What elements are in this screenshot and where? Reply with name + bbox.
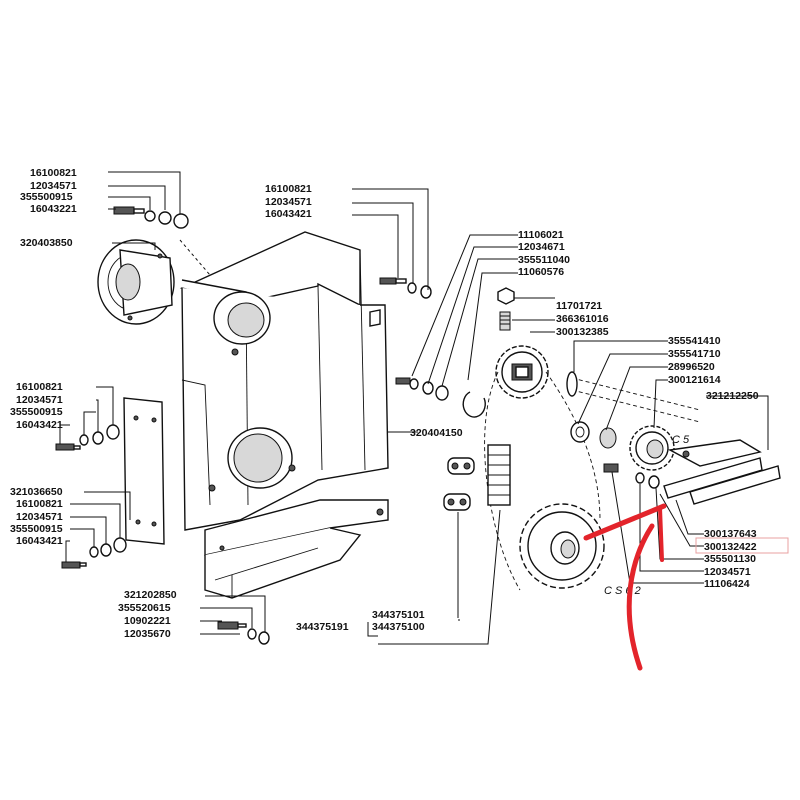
- chain-link-top: [447, 457, 475, 475]
- label-344375191: 344375191: [296, 621, 349, 633]
- label-300132422: 300132422: [704, 541, 757, 553]
- right-sprocket-part: [629, 425, 675, 471]
- screw-set-top-left: [113, 206, 189, 229]
- red-marker-annotation: [583, 503, 667, 671]
- chain-segment-part: [487, 444, 511, 506]
- label-12034571-ll: 12034571: [16, 511, 63, 523]
- label-300121614: 300121614: [668, 374, 721, 386]
- label-300132385: 300132385: [556, 326, 609, 338]
- fastener-set-center: [395, 377, 486, 418]
- flange-part: [97, 239, 175, 325]
- label-320403850: 320403850: [20, 237, 73, 249]
- label-355541710: 355541710: [668, 348, 721, 360]
- screw-set-mid-left: [55, 424, 120, 451]
- leader-bracket-chain: [367, 622, 378, 637]
- label-28996520: 28996520: [668, 361, 715, 373]
- chain-left-run: [484, 371, 521, 591]
- annotation-cs62: C S 6 2: [604, 585, 641, 597]
- screw-set-bottom: [217, 621, 270, 645]
- label-12034671: 12034671: [518, 241, 565, 253]
- leaders-mid-left: [59, 386, 114, 444]
- label-16043421-tc: 16043421: [265, 208, 312, 220]
- label-355500915-tl: 355500915: [20, 191, 73, 203]
- label-11701721: 11701721: [556, 300, 602, 312]
- label-355500915-ll: 355500915: [10, 523, 63, 535]
- label-12034571-rb: 12034571: [704, 566, 751, 578]
- small-sprocket-part: [495, 345, 549, 399]
- label-16100821-tc: 16100821: [265, 183, 312, 195]
- label-355520615: 355520615: [118, 602, 171, 614]
- label-300137643: 300137643: [704, 528, 757, 540]
- chain-link-bottom: [443, 493, 471, 511]
- chain-right-run: [545, 371, 601, 521]
- highlight-box: [695, 537, 789, 554]
- label-321202850: 321202850: [124, 589, 177, 601]
- label-12034571-tc: 12034571: [265, 196, 312, 208]
- nut-stud-part: [497, 287, 515, 331]
- label-11060576: 11060576: [518, 266, 564, 278]
- screw-set-top-center: [379, 277, 432, 299]
- label-321212250: 321212250: [706, 390, 759, 402]
- strip-plate-part: [123, 397, 165, 545]
- label-366361016: 366361016: [556, 313, 609, 325]
- shaft-part: [566, 371, 701, 489]
- label-355541410: 355541410: [668, 335, 721, 347]
- label-12035670: 12035670: [124, 628, 171, 640]
- label-16043421-ml: 16043421: [16, 419, 63, 431]
- large-sprocket-part: [519, 503, 605, 589]
- leaders-lower-left: [65, 491, 131, 562]
- leaders-chain: [378, 509, 501, 645]
- label-12034571-ml: 12034571: [16, 394, 63, 406]
- label-344375100: 344375100: [372, 621, 425, 633]
- main-cover-part: [179, 231, 389, 531]
- lower-guard-part: [204, 499, 389, 599]
- annotation-c5: C 5: [672, 434, 690, 446]
- label-16100821-tl: 16100821: [30, 167, 77, 179]
- label-12034571-tl: 12034571: [30, 180, 77, 192]
- leaders-right-side: [573, 340, 769, 450]
- label-355511040: 355511040: [518, 254, 570, 266]
- label-344375101: 344375101: [372, 609, 425, 621]
- label-320404150: 320404150: [410, 427, 463, 439]
- leaders-bottom-left: [200, 595, 266, 635]
- label-321036650: 321036650: [10, 486, 63, 498]
- label-355501130: 355501130: [704, 553, 756, 565]
- label-16043421-ll: 16043421: [16, 535, 63, 547]
- label-11106021: 11106021: [518, 229, 564, 241]
- leaders-top-center: [352, 188, 429, 290]
- label-16100821-ll: 16100821: [16, 498, 63, 510]
- tensioner-bracket-part: [663, 439, 781, 505]
- label-11106424: 11106424: [704, 578, 750, 590]
- label-16043221-tl: 16043221: [30, 203, 77, 215]
- leaders-top-left: [108, 171, 211, 276]
- screw-set-lower-left: [61, 537, 127, 569]
- leaders-right-top: [411, 234, 518, 387]
- label-10902221: 10902221: [124, 615, 171, 627]
- label-355500915-ml: 355500915: [10, 406, 63, 418]
- label-16100821-ml: 16100821: [16, 381, 63, 393]
